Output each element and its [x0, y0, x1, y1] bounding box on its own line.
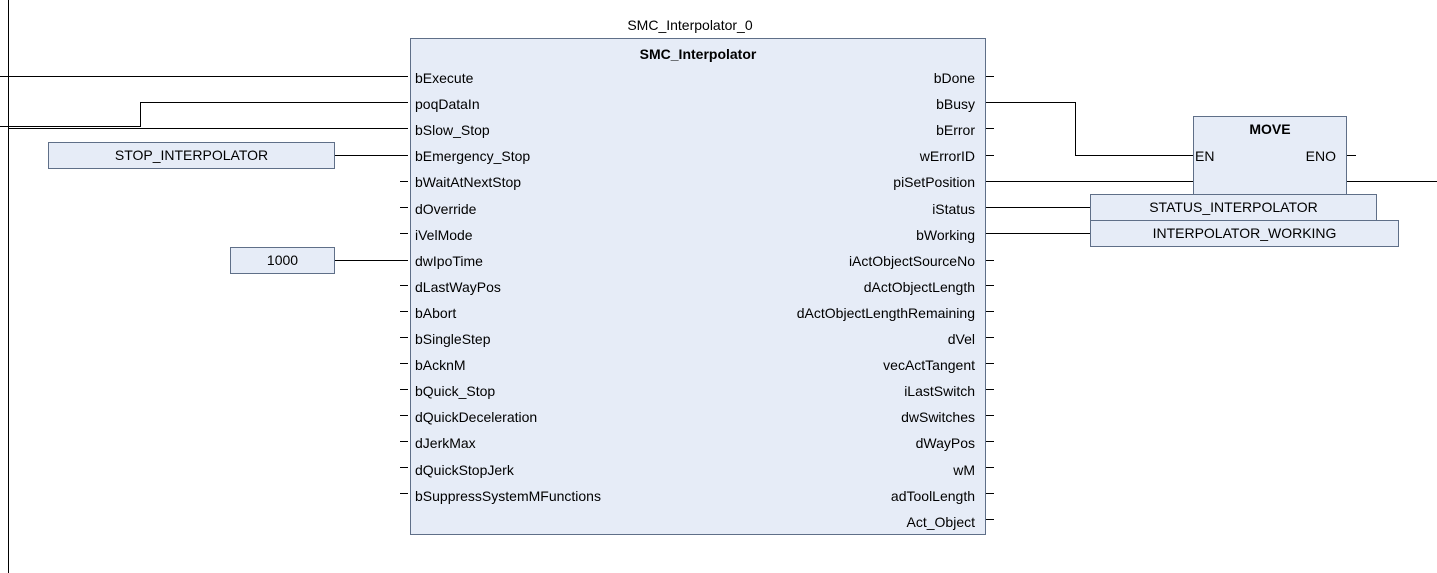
- input-pin[interactable]: dJerkMax: [415, 435, 476, 452]
- output-pin[interactable]: wErrorID: [919, 148, 975, 165]
- input-pin[interactable]: dLastWayPos: [415, 278, 501, 295]
- output-pin[interactable]: Act_Object: [906, 513, 975, 530]
- input-pin[interactable]: bSuppressSystemMFunctions: [415, 487, 601, 504]
- input-pin[interactable]: bSingleStep: [415, 331, 491, 347]
- interpolator-function-block[interactable]: SMC_Interpolator bExecute poqDataIn bSlow_…: [410, 38, 986, 535]
- output-pin[interactable]: dVel: [947, 331, 975, 347]
- input-pin[interactable]: bAcknM: [415, 357, 466, 374]
- move-output-eno: ENO: [1305, 148, 1336, 164]
- output-pin[interactable]: dWayPos: [915, 435, 975, 452]
- output-pin[interactable]: dActObjectLengthRemaining: [796, 304, 975, 321]
- output-pin[interactable]: dActObjectLength: [863, 278, 975, 295]
- output-pin[interactable]: wM: [953, 461, 975, 478]
- output-pin[interactable]: dwSwitches: [901, 409, 975, 426]
- output-pin[interactable]: bBusy: [936, 96, 975, 113]
- status-interpolator-variable[interactable]: STATUS_INTERPOLATOR: [1090, 194, 1377, 221]
- interpolator-type-name: SMC_Interpolator: [639, 46, 757, 62]
- input-pin[interactable]: iVelMode: [415, 226, 473, 243]
- move-type-name: MOVE: [1249, 121, 1291, 137]
- input-pin[interactable]: dOverride: [415, 200, 477, 217]
- move-input-en: EN: [1195, 148, 1215, 164]
- output-pin[interactable]: iActObjectSourceNo: [848, 252, 975, 269]
- output-pin[interactable]: bError: [936, 122, 975, 139]
- wire-bslowstop: [8, 128, 408, 155]
- input-pin[interactable]: bSlow_Stop: [415, 122, 490, 139]
- input-pin[interactable]: poqDataIn: [415, 96, 480, 113]
- output-pin[interactable]: adToolLength: [890, 487, 975, 504]
- input-pin[interactable]: bQuick_Stop: [415, 383, 496, 400]
- input-pin[interactable]: bEmergency_Stop: [415, 148, 531, 165]
- move-function-block[interactable]: MOVE EN ENO: [1193, 116, 1347, 195]
- ipo-time-constant[interactable]: 1000: [230, 247, 335, 274]
- input-pin[interactable]: bAbort: [415, 304, 457, 321]
- output-pin[interactable]: iStatus: [932, 200, 975, 217]
- output-pin[interactable]: piSetPosition: [893, 174, 975, 191]
- wire-bbusy-to-move-en: [986, 102, 1193, 156]
- input-pin[interactable]: bExecute: [415, 70, 474, 86]
- interpolator-instance-name: SMC_Interpolator_0: [627, 17, 753, 33]
- output-pin[interactable]: bWorking: [916, 226, 975, 243]
- input-pin[interactable]: dQuickStopJerk: [415, 461, 514, 478]
- input-pin[interactable]: bWaitAtNextStop: [415, 174, 522, 191]
- output-pin[interactable]: iLastSwitch: [904, 383, 975, 400]
- input-pin[interactable]: dQuickDeceleration: [415, 409, 538, 426]
- input-pin[interactable]: dwIpoTime: [415, 252, 483, 269]
- wire-poqdatain: [0, 102, 408, 127]
- output-pin[interactable]: bDone: [933, 70, 975, 86]
- output-pin[interactable]: vecActTangent: [883, 357, 975, 374]
- interpolator-working-variable[interactable]: INTERPOLATOR_WORKING: [1090, 220, 1399, 247]
- stop-interpolator-variable[interactable]: STOP_INTERPOLATOR: [48, 142, 335, 169]
